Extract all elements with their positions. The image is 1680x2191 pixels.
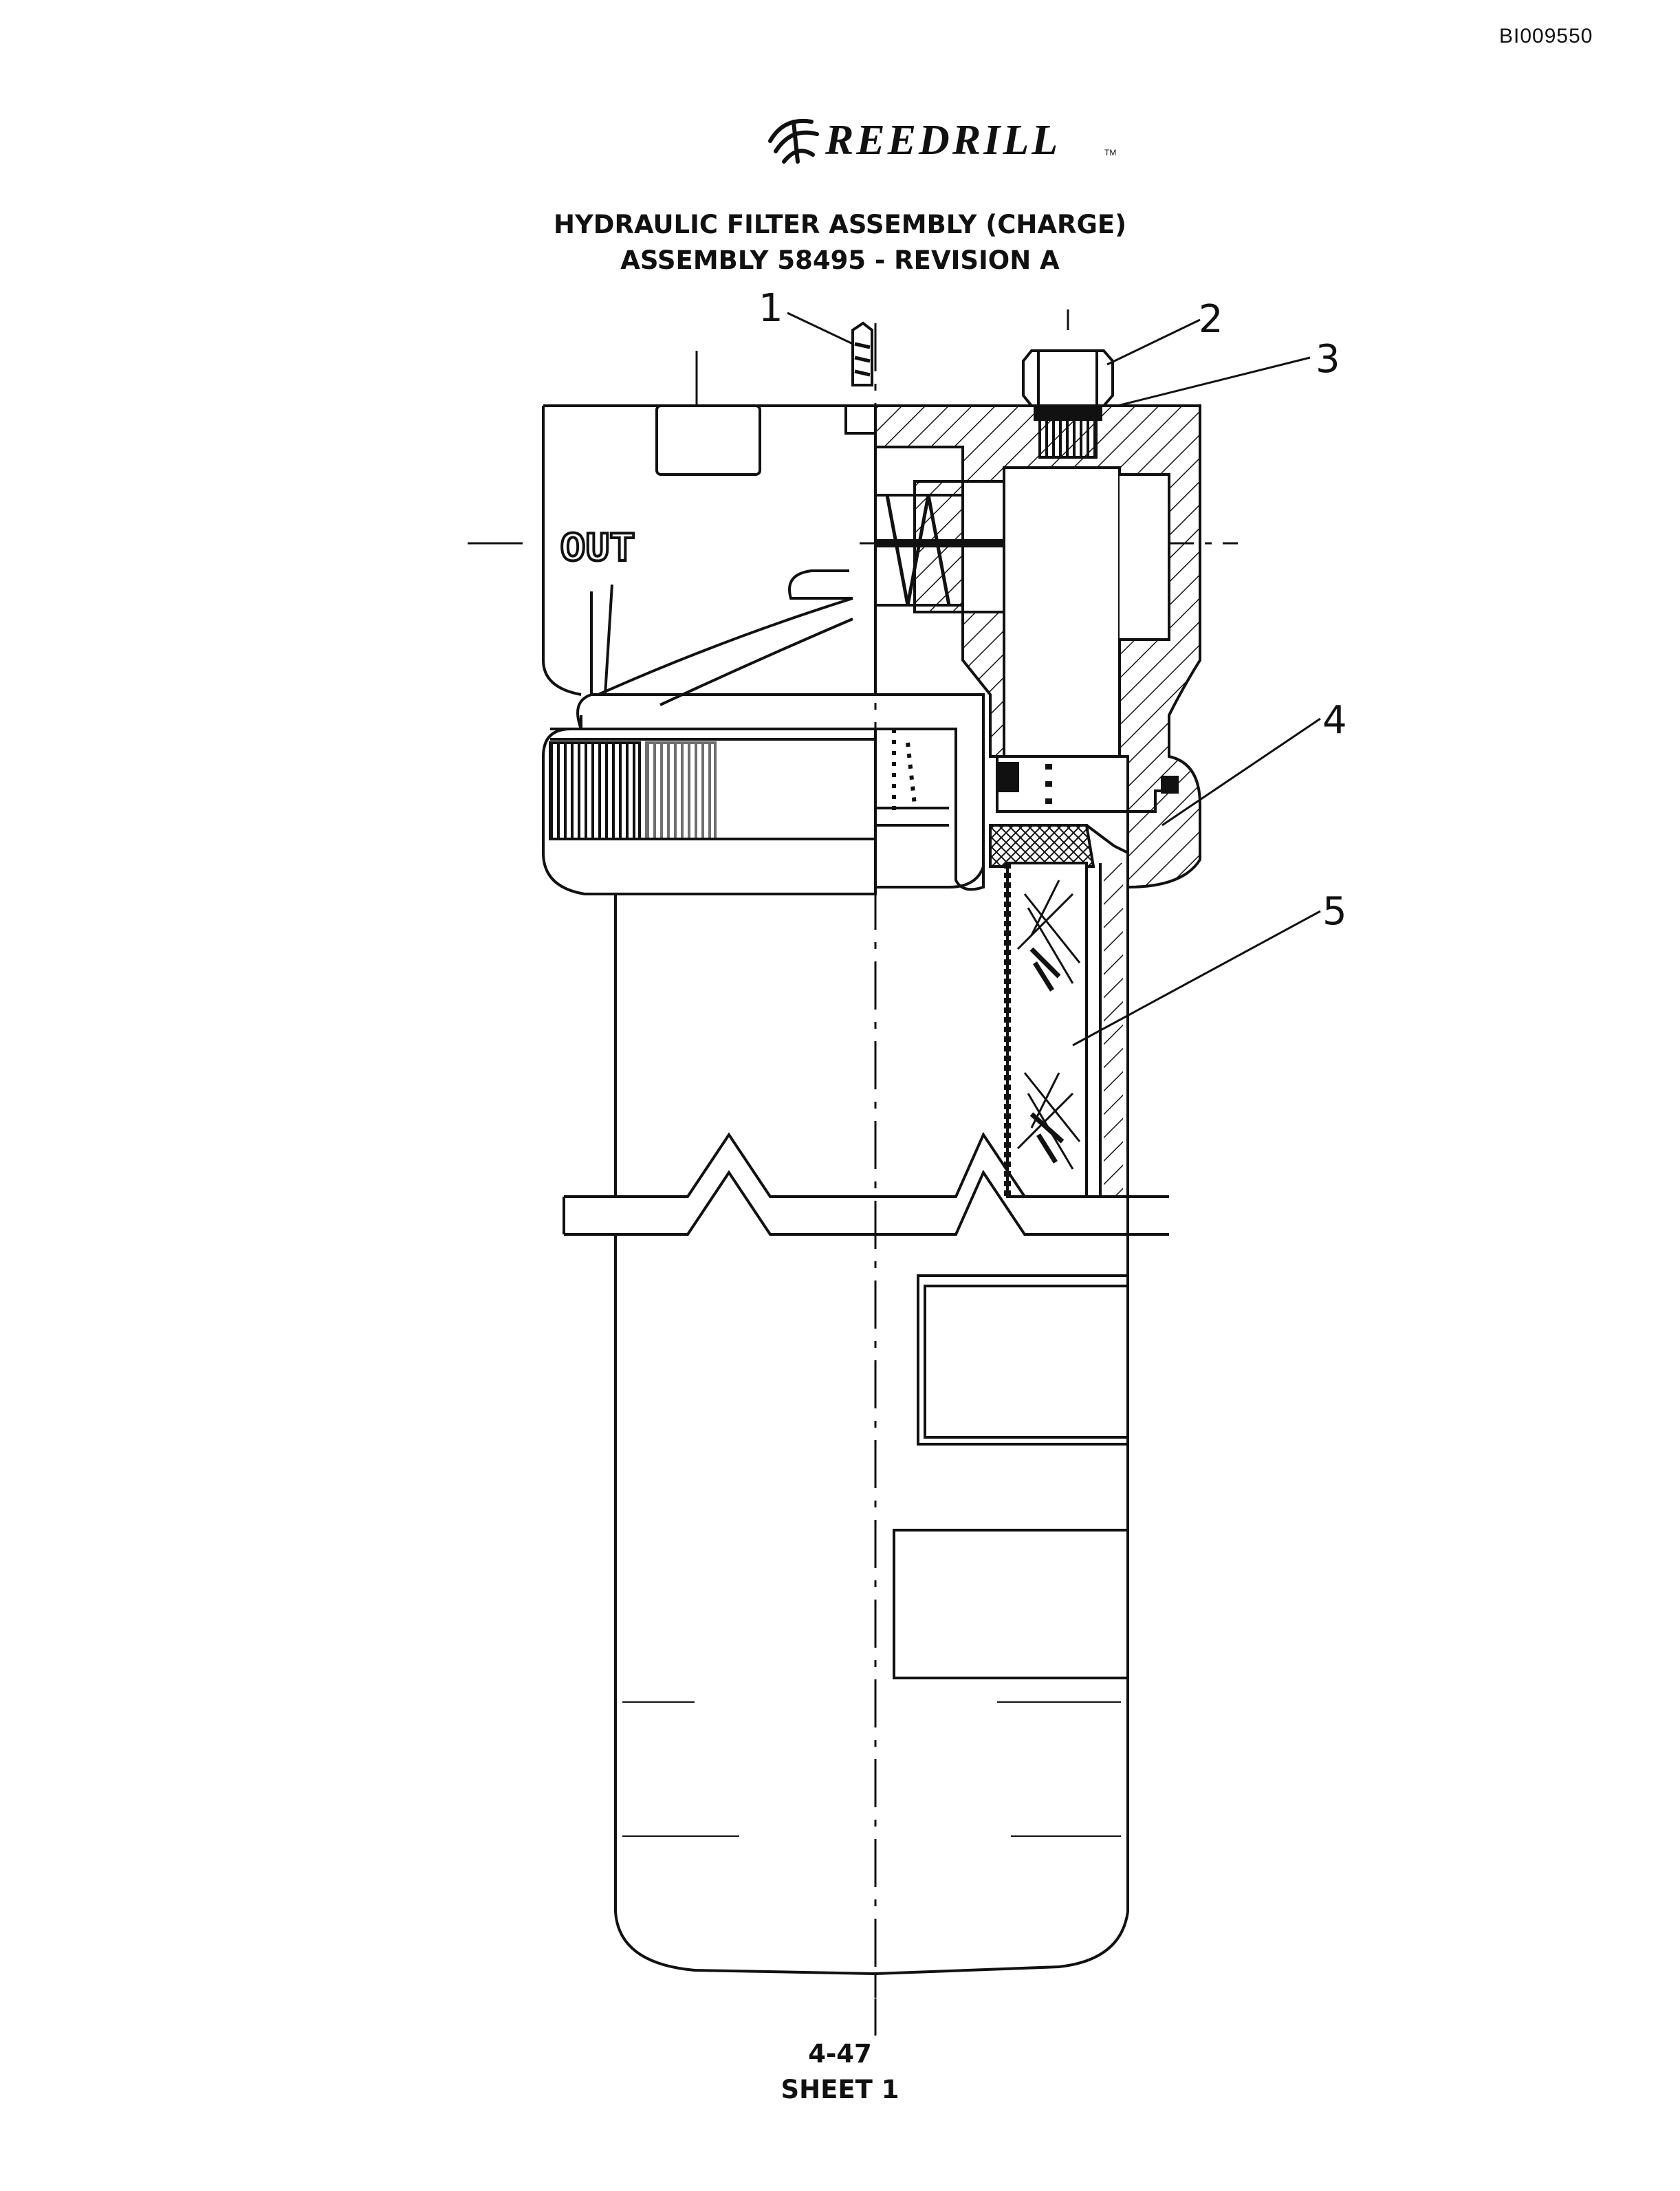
page-number: 4-47 [808,2039,872,2069]
callout-4: 4 [1322,698,1347,743]
assembly-subtitle: ASSEMBLY 58495 - REVISION A [620,246,1060,275]
sheet-number: SHEET 1 [781,2075,899,2104]
callout-3: 3 [1316,337,1340,382]
callout-1: 1 [759,286,783,331]
swirl-logo-icon [768,118,819,164]
brand-logo: REEDRILL TM [763,113,1121,168]
drawing-title: HYDRAULIC FILTER ASSEMBLY (CHARGE) [553,210,1127,239]
brand-name: REEDRILL [825,117,1061,164]
port-out-label: OUT [560,527,635,574]
callout-5: 5 [1322,889,1347,934]
document-id: BI009550 [1499,25,1593,47]
callout-2: 2 [1199,297,1223,342]
trademark-mark: TM [1104,148,1117,157]
